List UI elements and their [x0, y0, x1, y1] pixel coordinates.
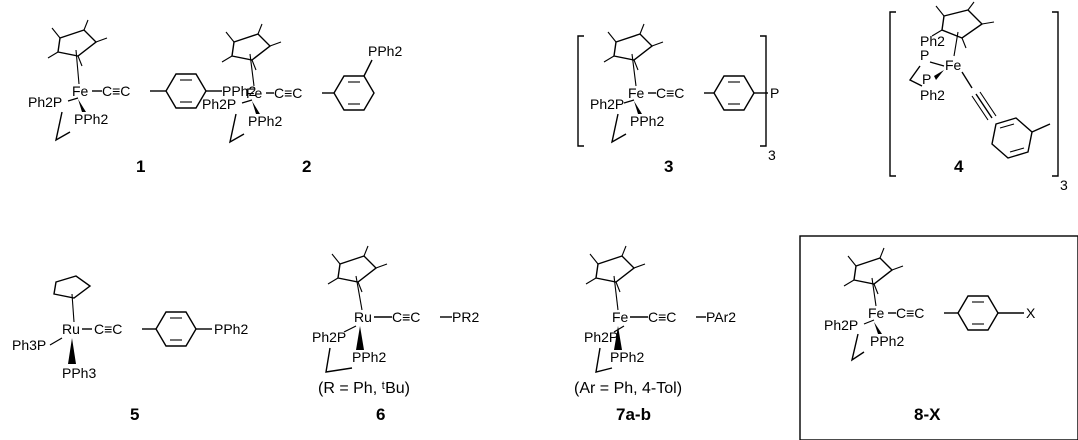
phosphine-label-b: PPh2 — [630, 113, 664, 129]
compound-3: Fe C≡C P 3 Ph2P PPh2 3 — [577, 23, 779, 176]
phenylene-ring — [155, 311, 197, 347]
phosphine-label-a: Ph2P — [584, 329, 618, 345]
phenylene-ring — [713, 75, 755, 111]
substituent-note: (R = Ph, ᵗBu) — [318, 380, 410, 397]
compound-number: 6 — [376, 405, 385, 424]
phosphine-label-a: Ph2P — [824, 317, 858, 333]
phosphine-label-a: Ph2P — [28, 94, 62, 110]
phosphine-sub-b: Ph2 — [920, 87, 945, 103]
alkyne-label: C≡C — [392, 309, 420, 325]
bracket-right — [1052, 11, 1059, 177]
metal-label: Fe — [628, 85, 645, 101]
compound-1: Fe C≡C PPh2 Ph2P PPh2 1 — [28, 19, 256, 176]
metal-label: Fe — [246, 85, 263, 101]
phosphine-label-b: PPh2 — [870, 333, 904, 349]
phosphine-p-a: P — [920, 47, 929, 63]
substituent-label: PR2 — [452, 309, 479, 325]
alkyne-label: C≡C — [102, 83, 130, 99]
compound-8-x: Fe C≡C X Ph2P PPh2 8-X — [799, 235, 1078, 440]
phosphine-label-b: PPh2 — [74, 111, 108, 127]
substituent-label: PAr2 — [706, 309, 736, 325]
compound-5: Ru C≡C PPh2 Ph3P PPh3 5 — [12, 275, 248, 424]
alkyne-label: C≡C — [94, 321, 122, 337]
cp-star-ring — [585, 245, 646, 311]
cp-star-ring — [931, 1, 995, 57]
cp-star-ring — [843, 247, 904, 307]
cp-ring — [53, 275, 92, 323]
substituent-label: PPh2 — [368, 43, 402, 59]
phosphine-p-b: P — [922, 71, 931, 87]
phenylene-ring — [333, 75, 375, 111]
compound-number: 1 — [136, 157, 145, 176]
metal-label: Fe — [612, 309, 629, 325]
compound-6: Ru C≡C PR2 Ph2P PPh2 (R = Ph, ᵗBu) 6 — [312, 245, 479, 424]
compound-number: 8-X — [914, 405, 941, 424]
highlight-box — [799, 235, 1078, 440]
phosphine-label-a: Ph2P — [590, 96, 624, 112]
phenylene-ring — [165, 73, 207, 109]
bracket-multiplier: 3 — [1060, 177, 1068, 193]
substituent-label: P — [770, 85, 779, 101]
metal-label: Fe — [868, 305, 885, 321]
phosphine-label-b: PPh2 — [248, 113, 282, 129]
metal-label: Ru — [62, 321, 80, 337]
compound-number: 4 — [954, 157, 964, 176]
bracket-left — [577, 35, 584, 147]
phosphine-label-a: Ph3P — [12, 337, 46, 353]
alkyne-label: C≡C — [274, 85, 302, 101]
phosphine-sub-a: Ph2 — [920, 33, 945, 49]
alkyne-label: C≡C — [896, 305, 924, 321]
substituent-label: PPh2 — [222, 83, 256, 99]
phosphine-label-b: PPh2 — [610, 349, 644, 365]
phenylene-ring — [991, 117, 1033, 159]
compound-number: 3 — [664, 157, 673, 176]
metal-label: Fe — [72, 83, 89, 99]
metal-label: Fe — [945, 57, 962, 73]
compound-number: 2 — [302, 157, 311, 176]
substituent-label: X — [1026, 305, 1036, 321]
alkyne-label: C≡C — [656, 85, 684, 101]
bracket-right — [760, 35, 767, 147]
cp-star-ring — [221, 23, 282, 87]
substituent-label: PPh2 — [214, 321, 248, 337]
compound-2: Fe C≡C PPh2 Ph2P PPh2 2 — [202, 23, 402, 176]
bracket-multiplier: 3 — [768, 147, 776, 163]
compound-7: Fe C≡C PAr2 Ph2P PPh2 (Ar = Ph, 4-Tol) 7… — [574, 245, 736, 424]
alkyne-bond — [961, 71, 997, 121]
phosphine-label-a: Ph2P — [312, 329, 346, 345]
phenylene-ring — [957, 295, 999, 331]
alkyne-label: C≡C — [648, 309, 676, 325]
compound-4: Fe Ph2 P P Ph2 3 4 — [889, 1, 1068, 193]
phosphine-label-b: PPh2 — [352, 349, 386, 365]
phosphine-label-a: Ph2P — [202, 96, 236, 112]
metal-label: Ru — [354, 309, 372, 325]
substituent-note: (Ar = Ph, 4-Tol) — [574, 380, 682, 397]
cp-star-ring — [603, 23, 664, 87]
compound-number: 7a-b — [616, 405, 651, 424]
compound-number: 5 — [130, 405, 139, 424]
cp-star-ring — [47, 19, 108, 85]
phosphine-label-b: PPh3 — [62, 365, 96, 381]
cp-star-ring — [327, 245, 388, 311]
bracket-left — [889, 11, 896, 177]
